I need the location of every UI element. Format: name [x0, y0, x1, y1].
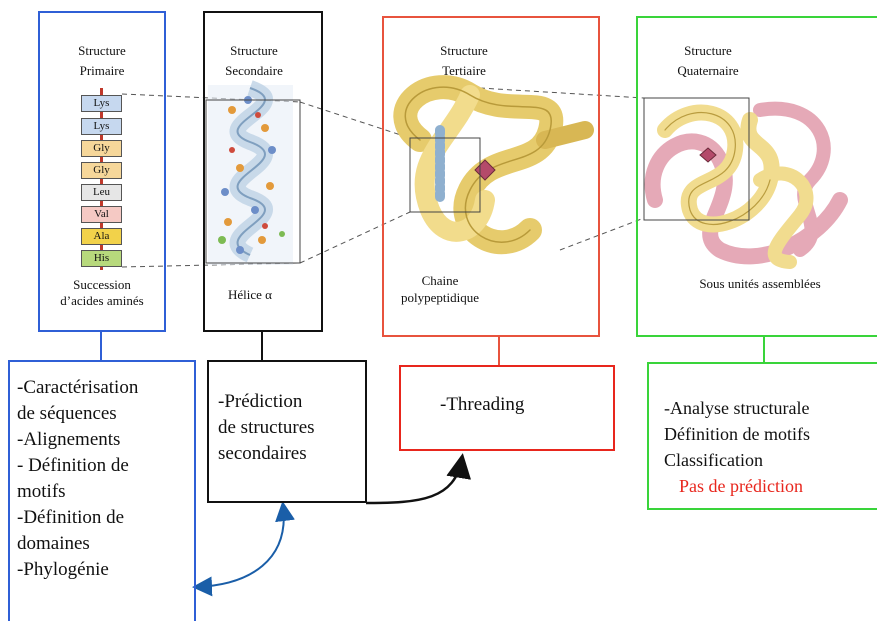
primary-title-line2: Primaire — [79, 63, 125, 78]
peptide-backbone — [100, 88, 103, 270]
quaternary-zoom-frame — [643, 97, 750, 221]
method-item: secondaires — [218, 443, 307, 464]
amino-acid-residue: Leu — [81, 184, 122, 201]
quaternary-methods-list: -Analyse structurale Définition de motif… — [664, 395, 876, 499]
tertiary-structure-box — [382, 16, 600, 337]
zoom-line — [479, 87, 645, 99]
method-item: -Analyse structurale — [664, 398, 810, 418]
tertiary-title-line2: Tertiaire — [442, 63, 486, 78]
tertiary-ribbon-illustration — [393, 75, 594, 255]
amino-acid-residue: His — [81, 250, 122, 267]
method-item: -Définition de — [17, 507, 125, 528]
primary-caption-line1: Succession — [73, 277, 131, 292]
primary-methods-box — [8, 360, 196, 621]
method-item: -Threading — [440, 394, 525, 415]
method-item: de structures — [218, 417, 315, 438]
method-item: - Définition de — [17, 455, 129, 476]
secondary-caption: Hélice α — [228, 287, 272, 302]
quaternary-title-line1: Structure — [684, 43, 732, 58]
tertiary-title-line1: Structure — [440, 43, 488, 58]
primary-methods-list: -Caractérisation de séquences -Alignemen… — [17, 375, 195, 583]
amino-acid-residue: Ala — [81, 228, 122, 245]
zoom-line — [559, 217, 645, 251]
secondary-methods-box — [207, 360, 367, 503]
secondary-structure-box — [203, 11, 323, 332]
method-item: -Alignements — [17, 429, 121, 450]
amino-acid-residue: Lys — [81, 118, 122, 135]
no-prediction-note: Pas de prédiction — [679, 476, 803, 496]
quaternary-methods-box — [647, 362, 877, 510]
method-item: -Prédiction — [218, 391, 303, 412]
arrow-primary-secondary-link — [192, 501, 295, 597]
amino-acid-residue: Val — [81, 206, 122, 223]
tertiary-methods-box — [399, 365, 615, 451]
method-item: Classification — [664, 450, 763, 470]
primary-title-line1: Structure — [78, 43, 126, 58]
method-item: motifs — [17, 481, 66, 502]
amino-acid-residue: Lys — [81, 95, 122, 112]
method-item: de séquences — [17, 403, 117, 424]
primary-caption-line2: d’acides aminés — [60, 293, 144, 308]
secondary-methods-list: -Prédiction de structures secondaires — [218, 389, 366, 467]
tertiary-zoom-frame — [409, 137, 481, 213]
secondary-title-line1: Structure — [230, 43, 278, 58]
quaternary-caption: Sous unités assemblées — [699, 276, 821, 291]
alpha-helix-illustration — [208, 80, 293, 265]
method-item: domaines — [17, 533, 90, 554]
method-item: -Caractérisation — [17, 377, 139, 398]
helix-zoom-frame — [205, 99, 301, 264]
tertiary-caption-line1: Chaine — [421, 273, 459, 288]
zoom-line — [299, 101, 411, 139]
zoom-line — [299, 211, 411, 264]
quaternary-structure-box — [636, 16, 877, 337]
method-item: -Phylogénie — [17, 559, 109, 580]
primary-structure-box — [38, 11, 166, 332]
tertiary-methods-list: -Threading — [440, 392, 590, 418]
quaternary-title-line2: Quaternaire — [677, 63, 739, 78]
arrow-secondary-to-threading — [365, 453, 472, 505]
tertiary-caption-line2: polypeptidique — [401, 290, 479, 305]
amino-acid-residue: Gly — [81, 162, 122, 179]
amino-acid-residue: Gly — [81, 140, 122, 157]
method-item: Définition de motifs — [664, 424, 810, 444]
quaternary-illustration — [644, 101, 848, 269]
secondary-title-line2: Secondaire — [225, 63, 283, 78]
